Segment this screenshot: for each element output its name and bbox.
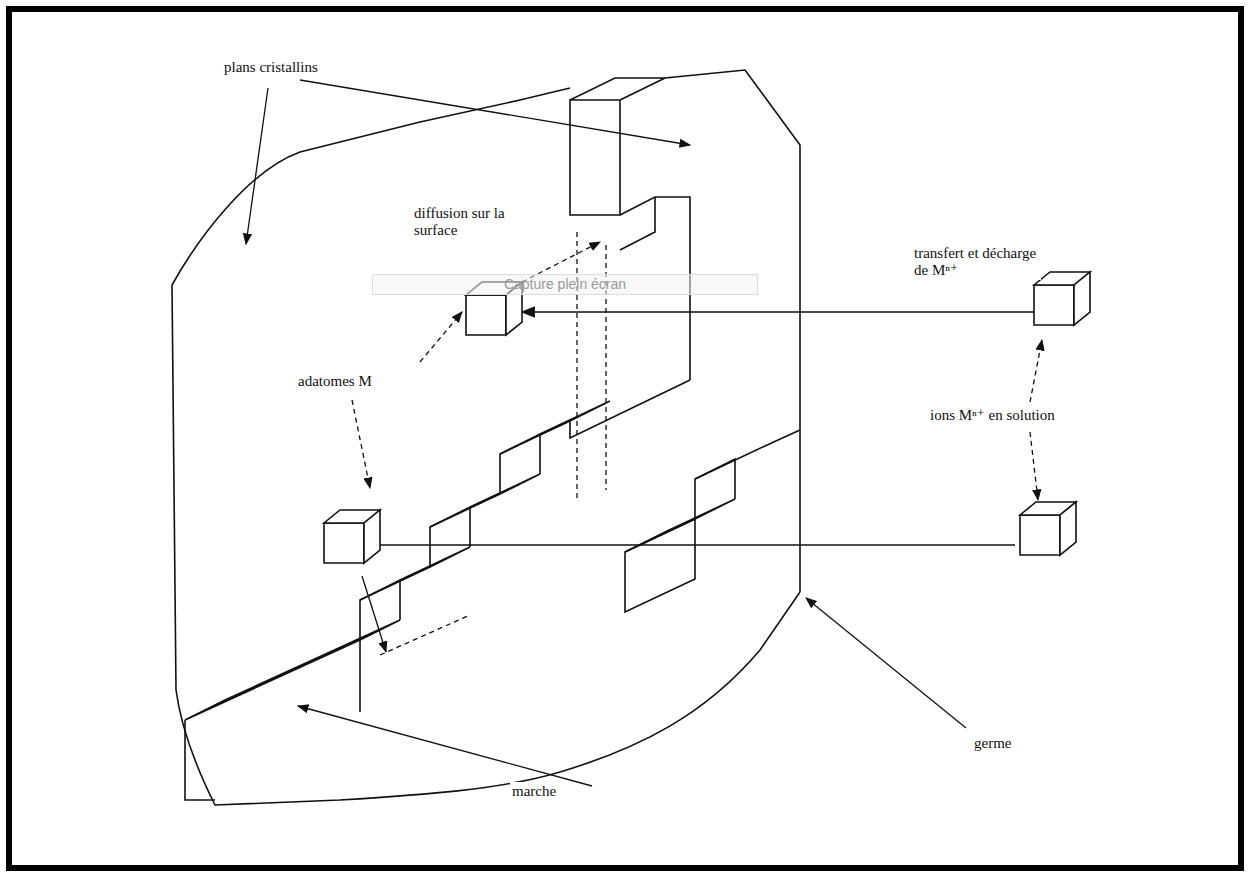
nucleus xyxy=(695,459,735,499)
callout-label: marche xyxy=(510,782,558,801)
callout-label: diffusion sur la surface xyxy=(412,204,508,240)
leader-lines xyxy=(246,80,966,786)
atom-cubes xyxy=(324,272,1090,563)
surface-outline xyxy=(172,88,570,285)
transfer-lines xyxy=(380,312,1035,545)
watermark: Capture plein écran xyxy=(372,274,758,295)
nucleus xyxy=(695,430,800,519)
nucleus xyxy=(625,519,695,612)
crystal-surface xyxy=(172,70,800,805)
stair-top xyxy=(570,380,690,438)
notch xyxy=(620,197,655,250)
column-block xyxy=(570,100,620,215)
step xyxy=(360,547,470,600)
base xyxy=(185,720,215,800)
kink xyxy=(359,640,361,712)
nucleus xyxy=(625,499,735,552)
callout-label: germe xyxy=(972,734,1013,753)
riser xyxy=(500,434,540,494)
frame xyxy=(9,9,1241,868)
step xyxy=(430,474,540,527)
step xyxy=(185,620,400,720)
step xyxy=(500,401,610,454)
column-edge xyxy=(665,70,800,592)
riser xyxy=(430,507,470,567)
callout-label: adatomes M xyxy=(296,372,374,391)
callout-label: transfert et décharge de Mⁿ⁺ xyxy=(912,244,1041,280)
callout-label: ions Mⁿ⁺ en solution xyxy=(928,406,1057,425)
callout-label: plans cristallins xyxy=(222,58,320,77)
column-top xyxy=(570,78,665,100)
dashed-guides xyxy=(352,232,1042,655)
